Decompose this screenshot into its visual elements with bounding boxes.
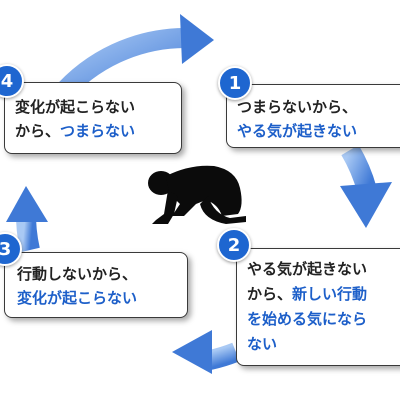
step-3-text: 変化が起こらない bbox=[17, 289, 138, 307]
arrowhead-left bbox=[6, 186, 48, 222]
step-3-card: 行動しないから、変化が起こらない bbox=[4, 252, 188, 318]
step-1-text: つまらないから、 bbox=[237, 98, 358, 116]
arrow-bottom bbox=[207, 342, 240, 370]
step-2-line-1: やる気が起きない bbox=[247, 257, 400, 282]
step-1-badge: 1 bbox=[218, 66, 252, 100]
step-2-text: を始める気になら bbox=[247, 310, 368, 328]
step-2-text: から、 bbox=[247, 285, 293, 303]
step-2-badge: 2 bbox=[217, 228, 251, 262]
step-1-line-1: つまらないから、 bbox=[237, 95, 400, 119]
step-2-text: やる気が起きない bbox=[247, 260, 368, 278]
arrowhead-right bbox=[340, 182, 392, 228]
step-4-line-2: から、つまらない bbox=[15, 119, 181, 143]
step-4-card: 変化が起こらないから、つまらない bbox=[4, 82, 182, 154]
step-2-line-3: を始める気になら bbox=[247, 307, 400, 332]
step-4-text: 変化が起こらない bbox=[15, 98, 136, 116]
step-2-line-2: から、新しい行動 bbox=[247, 282, 400, 307]
step-3-text: 行動しないから、 bbox=[17, 265, 138, 283]
arrowhead-top bbox=[180, 14, 214, 64]
step-3-line-2: 変化が起こらない bbox=[17, 286, 187, 310]
step-2-line-4: ない bbox=[247, 332, 400, 357]
step-1-text: やる気が起きない bbox=[237, 122, 358, 140]
step-3-line-1: 行動しないから、 bbox=[17, 262, 187, 286]
arrowhead-bottom bbox=[172, 330, 212, 374]
step-1-card: つまらないから、やる気が起きない bbox=[226, 84, 400, 148]
step-2-card: やる気が起きないから、新しい行動を始める気にならない bbox=[236, 248, 400, 366]
step-4-text: から、 bbox=[15, 122, 61, 140]
step-4-line-1: 変化が起こらない bbox=[15, 95, 181, 119]
step-1-line-2: やる気が起きない bbox=[237, 119, 400, 143]
arrow-right bbox=[341, 144, 377, 193]
step-2-text: ない bbox=[247, 335, 278, 353]
kneeling-person-icon bbox=[148, 165, 246, 224]
step-4-text: つまらない bbox=[60, 122, 136, 140]
step-2-text: 新しい行動 bbox=[292, 285, 368, 303]
